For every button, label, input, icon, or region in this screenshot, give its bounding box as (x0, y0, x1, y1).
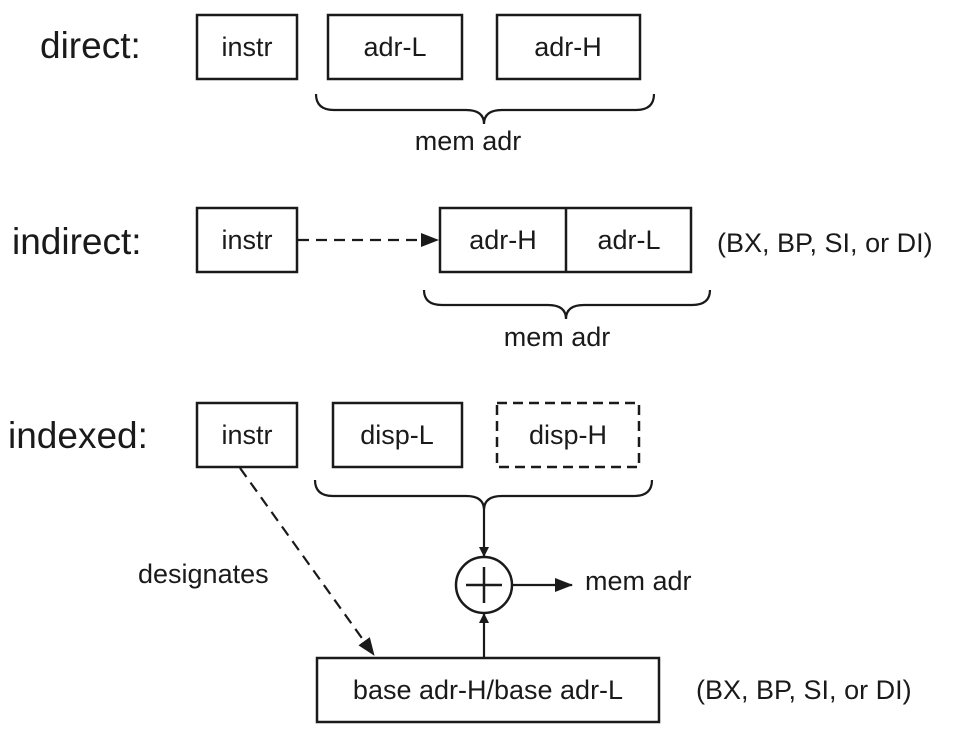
indexed-registers-note: (BX, BP, SI, or DI) (696, 675, 912, 705)
indexed-instr-box (195, 401, 299, 469)
designates-label: designates (138, 559, 269, 589)
indirect-mode-label: indirect: (12, 221, 142, 262)
indirect-instr-label: instr (221, 225, 272, 255)
direct-mem-adr-label: mem adr (415, 126, 522, 156)
indexed-mode-label: indexed: (8, 415, 148, 456)
indexed-disp-high-label: disp-H (529, 420, 607, 450)
direct-adr-low-label: adr-L (363, 32, 426, 62)
direct-mode-label: direct: (40, 25, 141, 66)
base-register-box (315, 656, 661, 724)
direct-instr-label: instr (221, 32, 272, 62)
direct-adr-high-box (495, 13, 642, 81)
indexed-mode-group: indexed: instr disp-L disp-H mem adr des… (8, 401, 912, 724)
indirect-adr-low-label: adr-L (597, 225, 660, 255)
direct-instr-box (195, 13, 299, 81)
direct-adr-low-box (326, 13, 464, 81)
base-register-label: base adr-H/base adr-L (353, 675, 623, 705)
indirect-registers-note: (BX, BP, SI, or DI) (717, 228, 933, 258)
indexed-instr-label: instr (221, 420, 272, 450)
indexed-displacement-brace (313, 479, 654, 511)
indexed-disp-high-box (495, 401, 641, 469)
instr-designates-arrow (239, 467, 375, 656)
direct-adr-high-label: adr-H (534, 32, 602, 62)
indirect-adr-high-label: adr-H (469, 225, 537, 255)
indexed-disp-low-box (331, 401, 464, 469)
direct-mem-adr-brace (314, 93, 656, 125)
indexed-mem-adr-label: mem adr (585, 566, 692, 596)
indirect-mode-group: indirect: instr adr-H adr-L (BX, BP, SI,… (12, 206, 933, 352)
indirect-instr-box (195, 206, 299, 274)
indirect-mem-adr-brace (422, 289, 712, 320)
direct-mode-group: direct: instr adr-L adr-H mem adr (40, 13, 656, 156)
indexed-disp-low-label: disp-L (360, 420, 434, 450)
indirect-mem-adr-label: mem adr (504, 322, 611, 352)
